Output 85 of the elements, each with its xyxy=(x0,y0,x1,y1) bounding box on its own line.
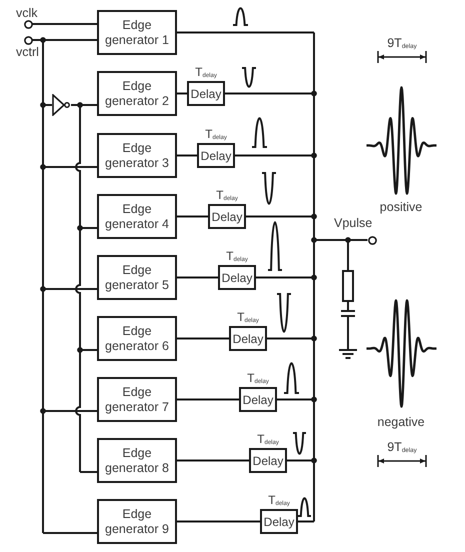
wire xyxy=(177,520,260,522)
waveform-label: positive xyxy=(380,200,422,214)
block-label: Delay xyxy=(190,86,222,100)
delay-time-label: T$_{delay}$ xyxy=(216,189,238,204)
wire xyxy=(80,471,97,473)
dimension-label: 9T$_{delay}$ xyxy=(387,36,417,52)
wire xyxy=(43,39,97,41)
wire xyxy=(71,102,83,108)
wire xyxy=(40,40,46,108)
wire xyxy=(311,32,317,96)
wire xyxy=(177,398,239,400)
wire xyxy=(347,240,349,270)
delay-time-label: T$_{delay}$ xyxy=(205,128,227,143)
wire xyxy=(177,32,314,34)
terminal-label: vclk xyxy=(16,6,38,20)
wire xyxy=(177,460,249,462)
wire xyxy=(43,532,97,534)
generator-box: Edge generator 8 xyxy=(97,438,177,483)
wire xyxy=(177,154,197,156)
generator-box: Edge generator 3 xyxy=(97,133,177,178)
inverter-symbol xyxy=(52,94,71,116)
wire xyxy=(347,302,349,310)
wire xyxy=(40,105,46,170)
delay-time-label: T$_{delay}$ xyxy=(226,250,248,265)
terminal-label: vctrl xyxy=(16,45,39,59)
delay-time-label: T$_{delay}$ xyxy=(237,311,259,326)
wire xyxy=(177,216,208,218)
wire xyxy=(267,336,317,342)
wire xyxy=(311,156,317,220)
wire xyxy=(80,349,97,351)
generator-box: Edge generator 4 xyxy=(97,194,177,239)
block-label: Delay xyxy=(200,148,232,162)
block-label: Delay xyxy=(222,270,252,284)
wire xyxy=(43,288,97,290)
wire xyxy=(256,274,317,280)
wire xyxy=(177,92,187,94)
dimension-label: 9T$_{delay}$ xyxy=(387,440,417,456)
wire xyxy=(177,276,218,278)
wire xyxy=(313,240,315,278)
wire xyxy=(32,23,97,25)
generator-box: Edge generator 9 xyxy=(97,499,177,544)
wire xyxy=(177,338,229,340)
wire xyxy=(235,154,314,156)
generator-box: Edge generator 6 xyxy=(97,316,177,361)
wire xyxy=(298,520,314,522)
wire xyxy=(75,105,83,231)
wire xyxy=(225,92,314,94)
terminal-label: Vpulse xyxy=(334,216,372,230)
block-label: Delay xyxy=(242,392,274,406)
wire xyxy=(246,216,314,218)
waveform-label: negative xyxy=(377,415,425,429)
wire xyxy=(75,350,81,472)
wire xyxy=(40,289,46,414)
wire xyxy=(43,104,52,106)
wire xyxy=(42,411,44,533)
block-label: Delay xyxy=(232,332,264,346)
delay-time-label: T$_{delay}$ xyxy=(257,433,279,448)
wire xyxy=(40,167,46,292)
wire xyxy=(348,239,368,241)
generator-box: Edge generator 2 xyxy=(97,71,177,116)
resistor-symbol xyxy=(342,270,354,302)
delay-time-label: T$_{delay}$ xyxy=(195,66,217,81)
capacitor-symbol xyxy=(341,310,355,317)
wire xyxy=(311,94,317,158)
block-label: Delay xyxy=(252,454,284,468)
wire xyxy=(313,460,315,522)
wire xyxy=(43,410,97,412)
wire xyxy=(80,227,97,229)
ground-symbol xyxy=(339,349,357,359)
block-label: Delay xyxy=(264,514,294,528)
wire xyxy=(75,228,83,353)
wire xyxy=(314,237,351,243)
delay-time-label: T$_{delay}$ xyxy=(247,372,269,387)
generator-box: Edge generator 1 xyxy=(97,10,177,55)
wire xyxy=(347,317,349,349)
wire xyxy=(313,400,315,460)
wire xyxy=(313,338,315,400)
wire xyxy=(311,216,317,243)
wire xyxy=(80,104,97,106)
wire xyxy=(313,278,315,338)
generator-box: Edge generator 7 xyxy=(97,377,177,422)
delay-time-label: T$_{delay}$ xyxy=(268,494,290,509)
generator-box: Edge generator 5 xyxy=(97,255,177,300)
block-label: Delay xyxy=(212,210,242,224)
wire xyxy=(43,166,97,168)
